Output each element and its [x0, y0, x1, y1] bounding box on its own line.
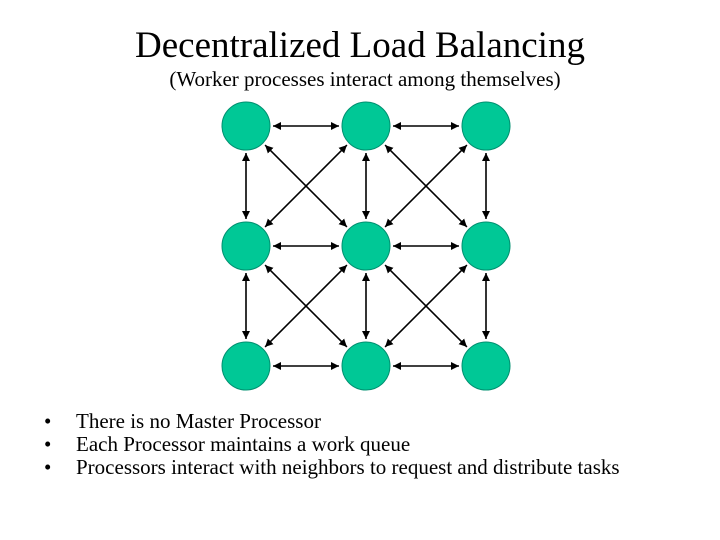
bullet-item: There is no Master Processor	[44, 410, 684, 434]
bidirectional-arrow-diagonal	[384, 264, 468, 348]
processor-node	[461, 101, 511, 151]
node-layer	[221, 101, 511, 391]
processor-node	[461, 341, 511, 391]
processor-node	[221, 221, 271, 271]
bidirectional-arrow-diagonal	[384, 144, 468, 228]
bullet-item: Each Processor maintains a work queue	[44, 433, 684, 457]
edge-layer	[242, 122, 490, 370]
processor-node	[221, 101, 271, 151]
processor-node	[341, 101, 391, 151]
processor-node	[341, 221, 391, 271]
processor-node	[221, 341, 271, 391]
bullet-list: There is no Master Processor Each Proces…	[44, 410, 684, 480]
bullet-item: Processors interact with neighbors to re…	[44, 456, 684, 480]
processor-node	[341, 341, 391, 391]
slide-subtitle: (Worker processes interact among themsel…	[169, 67, 561, 91]
bidirectional-arrow-diagonal	[264, 264, 348, 348]
processor-node	[461, 221, 511, 271]
slide-title: Decentralized Load Balancing	[135, 25, 585, 66]
bidirectional-arrow-diagonal	[264, 144, 348, 228]
